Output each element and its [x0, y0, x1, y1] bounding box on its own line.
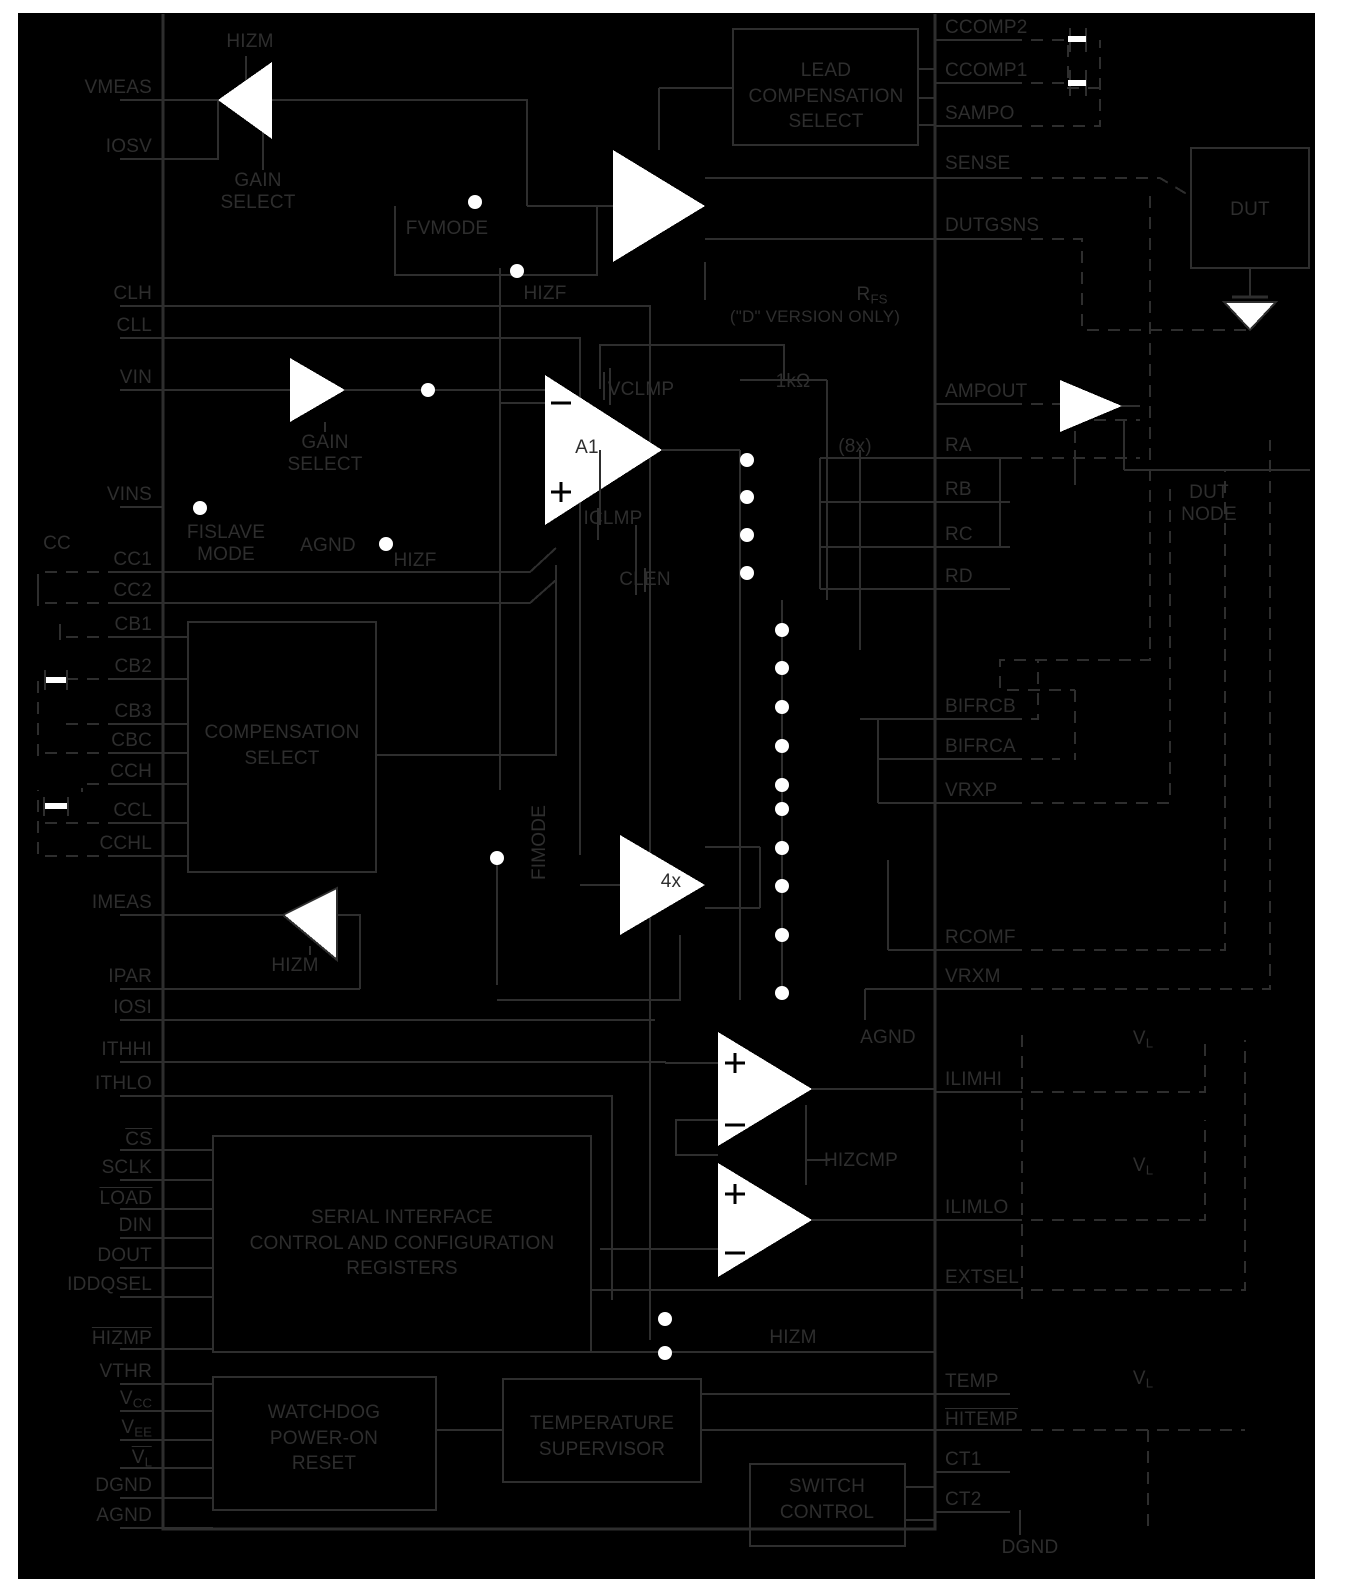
pin-label-cs: CS: [125, 1128, 152, 1150]
pin-label-rb: RB: [945, 479, 972, 500]
pin-label-ithlo: ITHLO: [95, 1073, 152, 1094]
pin-label-cb2: CB2: [114, 656, 152, 677]
pin-label-ilimlo: ILIMLO: [945, 1197, 1009, 1218]
annotation-hizf-mid: HIZF: [393, 550, 437, 571]
pin-label-rc: RC: [945, 524, 973, 545]
annotation-hizf-top: HIZF: [523, 283, 567, 304]
annotation-mode: MODE: [197, 544, 255, 565]
pin-label-cb3: CB3: [114, 701, 152, 722]
annotation-hizm-imeas: HIZM: [271, 955, 319, 976]
annotation-vl-ilimhi: VL: [1132, 1028, 1154, 1051]
block-label-lead-compensation-select: LEAD COMPENSATION SELECT: [748, 60, 904, 133]
pin-label-ampout: AMPOUT: [945, 381, 1028, 402]
pin-label-vcc: VCC: [119, 1388, 152, 1411]
pin-label-bifrcb: BIFRCB: [945, 696, 1016, 717]
pin-label-ra: RA: [945, 435, 972, 456]
annotation-dgnd-bottom: DGND: [1001, 1537, 1059, 1558]
pin-label-ct2: CT2: [945, 1489, 982, 1510]
pin-label-vin: VIN: [119, 367, 152, 388]
pin-label-temp: TEMP: [945, 1371, 999, 1392]
pin-label-cll: CLL: [116, 315, 152, 336]
annotation-vl-ilimlo: VL: [1132, 1155, 1154, 1178]
pin-label-iosi: IOSI: [113, 997, 152, 1018]
pin-label-vmeas: VMEAS: [84, 77, 152, 98]
pin-label-vee: VEE: [121, 1417, 152, 1440]
pin-label-sclk: SCLK: [101, 1157, 152, 1178]
block-label-compensation-select: COMPENSATION SELECT: [204, 722, 360, 769]
pin-label-sampo: SAMPO: [945, 103, 1015, 124]
annotation-rfs: RFS: [856, 284, 888, 307]
annotation-hizcmp: HIZCMP: [823, 1150, 899, 1171]
pin-label-ipar: IPAR: [108, 966, 152, 987]
pin-label-clh: CLH: [113, 283, 152, 304]
annotation-1k-ohm: 1kΩ: [775, 371, 811, 392]
annotation-agnd-mid: AGND: [300, 535, 356, 556]
pin-label-dout: DOUT: [97, 1245, 152, 1266]
polarity-marks: [551, 162, 745, 1255]
pin-label-rcomf: RCOMF: [945, 927, 1016, 948]
pin-label-cch: CCH: [110, 761, 152, 782]
pin-label-iddqsel: IDDQSEL: [67, 1274, 152, 1295]
annotation-rfs-version-note: ("D" VERSION ONLY): [729, 307, 901, 326]
pin-label-imeas: IMEAS: [91, 892, 152, 913]
pin-label-sense: SENSE: [945, 153, 1011, 174]
block-label-watchdog-power-on-reset: WATCHDOG POWER-ON RESET: [267, 1402, 381, 1475]
annotation-dut-node-line1: DUT: [1189, 482, 1229, 503]
pin-label-extsel: EXTSEL: [945, 1267, 1020, 1288]
pin-label-cchl: CCHL: [99, 833, 152, 854]
annotation-vl-temp: VL: [1132, 1368, 1154, 1391]
annotation-select-top: SELECT: [220, 192, 296, 213]
annotation-hizm-top: HIZM: [226, 31, 274, 52]
pin-label-vthr: VTHR: [99, 1361, 152, 1382]
pin-label-ccl: CCL: [113, 800, 152, 821]
annotation-vclmp: VCLMP: [607, 379, 675, 400]
annotation-8x-multiplier: (8x): [838, 436, 872, 457]
pin-label-cbc: CBC: [111, 730, 152, 751]
pin-label-dgnd: DGND: [95, 1475, 152, 1496]
pin-label-ccomp2: CCOMP2: [945, 17, 1028, 38]
block-label-serial-interface: SERIAL INTERFACE CONTROL AND CONFIGURATI…: [249, 1207, 555, 1280]
annotation-clen: CLEN: [619, 569, 671, 590]
annotation-fislave: FISLAVE: [186, 522, 266, 543]
annotation-select-mid: SELECT: [287, 454, 363, 475]
pin-label-cb1: CB1: [114, 614, 152, 635]
amplifier-label-4x: 4x: [660, 871, 682, 892]
pin-label-ithhi: ITHHI: [101, 1039, 152, 1060]
pin-label-ccomp1: CCOMP1: [945, 60, 1028, 81]
pin-label-ilimhi: ILIMHI: [945, 1069, 1003, 1090]
annotation-agnd-comparator: AGND: [860, 1027, 916, 1048]
annotation-cc-group: CC: [43, 533, 71, 554]
pin-label-hitemp: HITEMP: [945, 1408, 1018, 1430]
annotation-hizm-bottom: HIZM: [769, 1327, 817, 1348]
pin-label-dutgsns: DUTGSNS: [945, 215, 1040, 236]
pin-label-iosv: IOSV: [105, 136, 152, 157]
pin-label-bifrca: BIFRCA: [945, 736, 1016, 757]
pin-label-vins: VINS: [106, 484, 152, 505]
block-label-switch-control: SWITCH CONTROL: [779, 1476, 875, 1523]
pin-label-rd: RD: [945, 566, 973, 587]
annotation-gain-select-mid: GAIN: [301, 432, 349, 453]
annotation-fvmode: FVMODE: [405, 218, 489, 239]
pin-label-vrxp: VRXP: [945, 780, 998, 801]
annotation-dut-node-line2: NODE: [1181, 504, 1237, 525]
block-label-temperature-supervisor: TEMPERATURE SUPERVISOR: [529, 1413, 675, 1460]
pin-label-ct1: CT1: [945, 1449, 982, 1470]
pin-label-din: DIN: [118, 1215, 152, 1236]
pin-label-vl: VL: [131, 1446, 152, 1470]
annotation-gain-select-top: GAIN: [234, 170, 282, 191]
pin-label-load: LOAD: [99, 1187, 152, 1209]
pin-label-cc2: CC2: [113, 580, 152, 601]
pin-label-agnd: AGND: [96, 1505, 152, 1526]
annotation-fimode: FIMODE: [529, 804, 550, 880]
block-label-dut: DUT: [1230, 199, 1270, 220]
junction-dots: [193, 195, 789, 1360]
pin-label-hizmp: HIZMP: [91, 1327, 152, 1349]
pin-label-vrxm: VRXM: [945, 966, 1001, 987]
pin-label-cc1: CC1: [113, 549, 152, 570]
annotation-iclmp: ICLMP: [583, 508, 643, 529]
amplifier-label-a1: A1: [575, 437, 599, 458]
